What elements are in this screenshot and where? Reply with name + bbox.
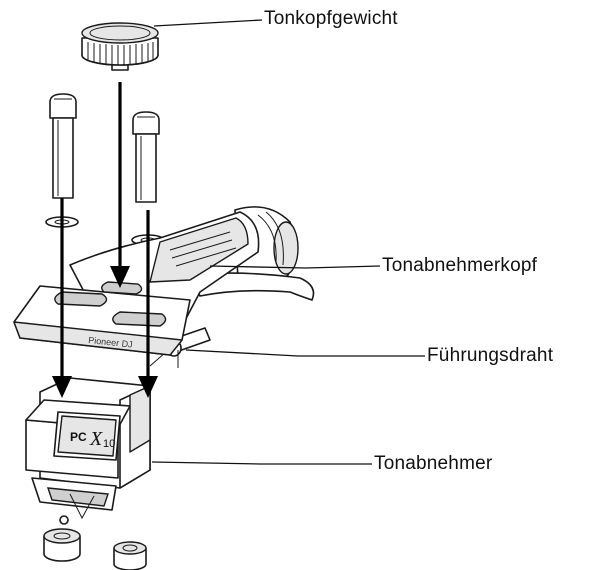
screw-right	[132, 111, 160, 203]
leader-guide-wire	[185, 349, 425, 357]
headshell-weight	[81, 22, 159, 71]
nut-right	[113, 541, 147, 570]
label-headshell-weight: Tonkopfgewicht	[264, 8, 398, 29]
screw-left	[49, 93, 77, 199]
label-cartridge: Tonabnehmer	[374, 453, 493, 474]
cartridge: PC X 10	[25, 377, 151, 525]
arrow-screw-left	[52, 198, 72, 398]
headshell-brand-text: Pioneer DJ	[88, 335, 133, 350]
leader-headshell	[209, 265, 381, 269]
arrow-screw-right	[138, 210, 158, 398]
cartridge-model-x: X	[89, 428, 103, 450]
arrows	[52, 82, 158, 398]
cartridge-model-number: 10	[103, 438, 115, 450]
leader-lines	[151, 19, 425, 465]
headshell: Pioneer DJ	[13, 206, 315, 368]
label-headshell: Tonabnehmerkopf	[382, 255, 538, 276]
arrow-weight	[110, 82, 130, 288]
leader-headshell-weight	[153, 19, 263, 27]
leader-cartridge	[151, 461, 372, 465]
nut-left	[43, 528, 81, 562]
label-guide-wire: Führungsdraht	[427, 345, 554, 366]
cartridge-model-prefix: PC	[70, 430, 87, 444]
